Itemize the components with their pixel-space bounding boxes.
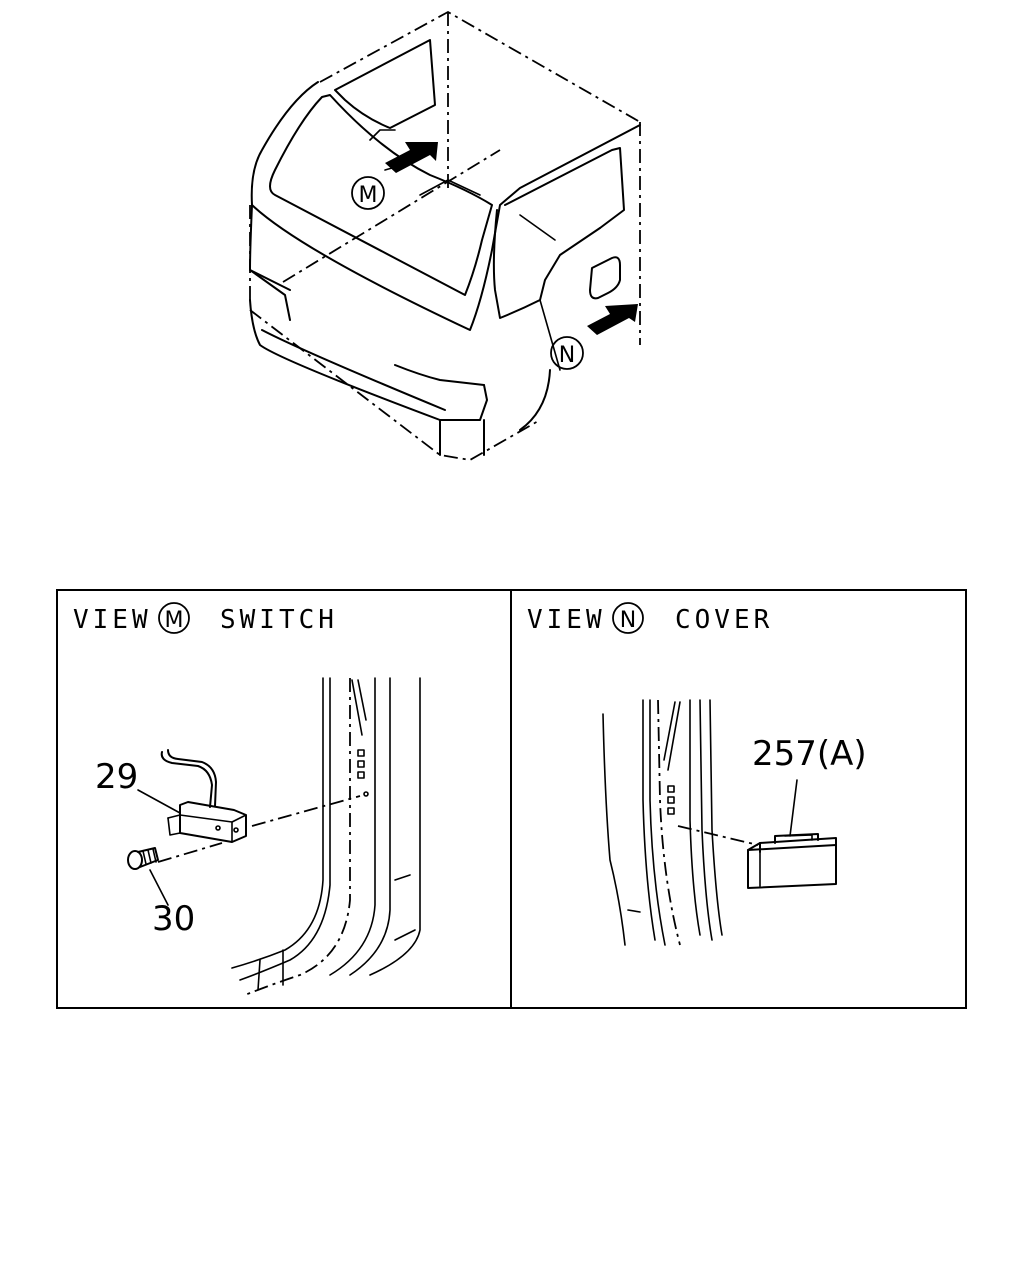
- callout-n-letter: N: [559, 343, 575, 368]
- callout-n: N: [550, 336, 584, 370]
- screw-part: [127, 847, 159, 870]
- arrow-icon: [587, 304, 638, 335]
- part-number-30: 30: [152, 899, 195, 939]
- part-number-257a: 257(A): [752, 734, 867, 774]
- view-n-letter: N: [620, 608, 636, 633]
- circle-letter-icon: [612, 602, 644, 634]
- cab-overview: M N: [249, 10, 641, 461]
- view-n-word: VIEW: [527, 605, 606, 635]
- panel-view-n: VIEW N COVER 257(A): [527, 602, 867, 946]
- circle-letter-icon: [550, 336, 584, 370]
- switch-part: [160, 749, 247, 843]
- callout-m: M: [351, 176, 385, 210]
- part-number-29: 29: [95, 757, 138, 797]
- view-n-title: COVER: [675, 605, 773, 635]
- circle-letter-icon: [158, 602, 190, 634]
- view-m-letter: M: [165, 608, 184, 633]
- panel-view-m: VIEW M SWITCH: [73, 602, 421, 996]
- cover-part: [747, 833, 837, 889]
- view-m-word: VIEW: [73, 605, 152, 635]
- callout-m-letter: M: [359, 183, 378, 208]
- arrow-icon: [385, 142, 438, 173]
- view-m-title: SWITCH: [220, 605, 338, 635]
- circle-letter-icon: [351, 176, 385, 210]
